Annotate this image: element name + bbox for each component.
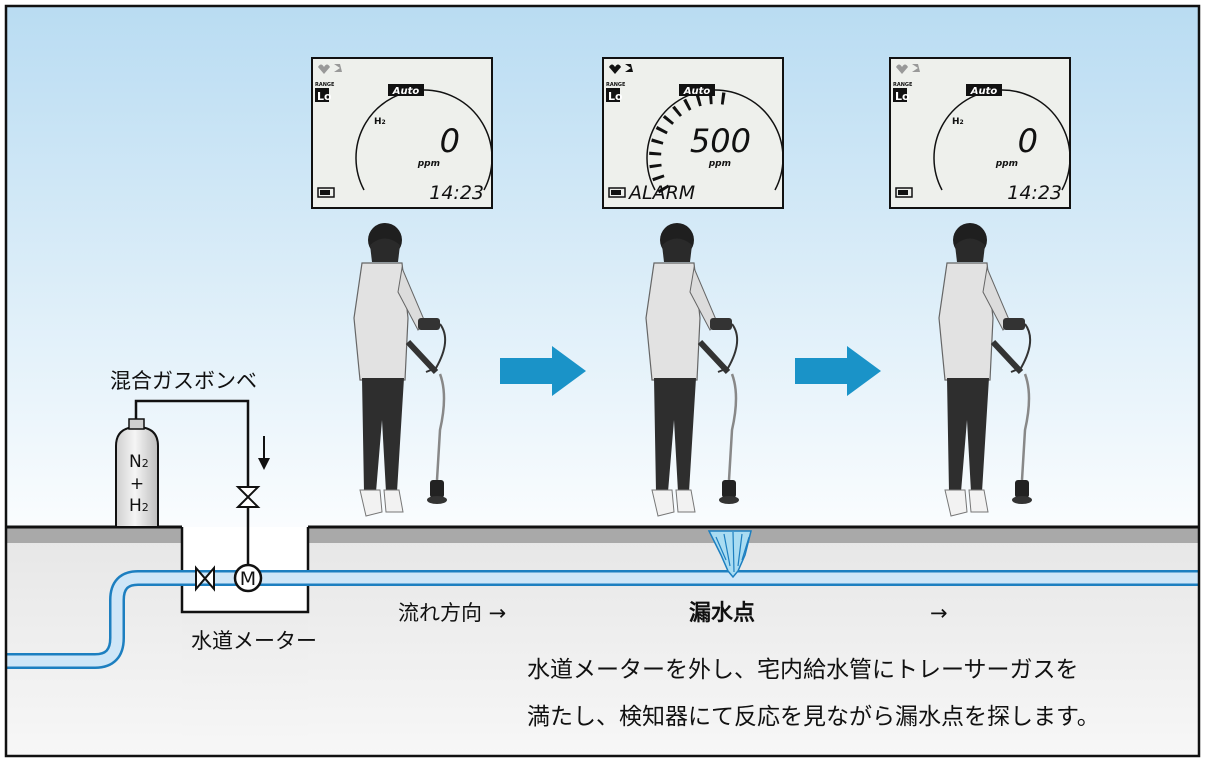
auto-badge [388, 84, 424, 96]
water-meter-symbol: M [233, 563, 263, 593]
auto-label: Auto [970, 86, 998, 97]
lcd-bottom-text: 14:23 [1007, 182, 1062, 204]
reading-unit: ppm [417, 159, 440, 169]
description-line-2: 満たし、検知器にて反応を見ながら漏水点を探します。 [527, 704, 1100, 730]
fan-icon [334, 64, 342, 72]
reading-value: 500 [690, 122, 751, 160]
gauge-segment [652, 174, 665, 182]
fan-icon [912, 64, 920, 72]
gauge-segment [649, 151, 662, 156]
leak-point-label: 漏水点 [689, 600, 755, 626]
heart-icon [609, 64, 621, 74]
battery-icon [895, 187, 913, 198]
gas-valve-icon [235, 486, 261, 508]
step-arrow-1-icon [500, 346, 586, 396]
gauge-segment [651, 138, 664, 145]
lcd-frame [602, 57, 784, 209]
gas-label: H2 [952, 117, 964, 127]
cylinder-gas-n2: N2 [129, 452, 149, 472]
gas-label: H2 [374, 117, 386, 127]
gauge-segment [662, 115, 674, 125]
range-box [606, 88, 620, 102]
range-box [315, 88, 329, 102]
meter-valve-icon [195, 565, 215, 592]
battery-icon [608, 187, 626, 198]
battery-icon [317, 187, 335, 198]
battery-fill [320, 190, 330, 195]
meter-label: 水道メーター [191, 629, 317, 653]
gauge-segment [720, 92, 726, 105]
range-small-label: RANGE [315, 82, 335, 88]
battery-fill [611, 190, 621, 195]
range-label: Lo [895, 90, 910, 103]
cylinder-gas-plus: + [130, 474, 144, 494]
auto-badge [679, 84, 715, 96]
gas-flow-arrow-icon [258, 436, 270, 470]
description-line-1: 水道メーターを外し、宅内給水管にトレーサーガスを [527, 657, 1079, 683]
heart-icon [896, 64, 908, 74]
water-pipe [6, 570, 1199, 669]
range-box [893, 88, 907, 102]
cylinder-gas-h2: H2 [129, 496, 149, 516]
lcd-frame [889, 57, 1071, 209]
gauge-segment [655, 126, 668, 135]
range-label: Lo [317, 90, 332, 103]
range-small-label: RANGE [606, 82, 626, 88]
range-label: Lo [608, 90, 623, 103]
gauge-segment [672, 105, 682, 117]
flow-direction-arrow-2: → [930, 601, 948, 625]
operator-figure [353, 223, 447, 517]
range-small-label: RANGE [893, 82, 913, 88]
auto-label: Auto [392, 86, 420, 97]
lcd-bottom-text: ALARM [627, 182, 695, 204]
leak-splash [707, 530, 752, 579]
auto-badge [966, 84, 1002, 96]
cylinder-label: 混合ガスボンベ [110, 369, 257, 393]
outer-frame [4, 4, 1201, 758]
gauge-segment [657, 184, 670, 194]
gauge-segment [649, 163, 662, 169]
reading-unit: ppm [995, 159, 1018, 169]
gauge-segment [695, 94, 702, 107]
flow-direction-label: 流れ方向 → [398, 601, 506, 625]
auto-label: Auto [683, 86, 711, 97]
gauge-segment [683, 98, 692, 111]
lcd-bottom-text: 14:23 [429, 182, 484, 204]
fan-icon [625, 64, 633, 72]
gas-cylinder [115, 418, 159, 528]
reading-value: 0 [1018, 122, 1038, 160]
meter-symbol-label: M [240, 568, 256, 590]
heart-icon [318, 64, 330, 74]
reading-value: 0 [440, 122, 460, 160]
gas-tubing [134, 399, 250, 565]
step-arrow-2-icon [795, 346, 881, 396]
lcd-frame [311, 57, 493, 209]
battery-fill [898, 190, 908, 195]
reading-unit: ppm [708, 159, 731, 169]
